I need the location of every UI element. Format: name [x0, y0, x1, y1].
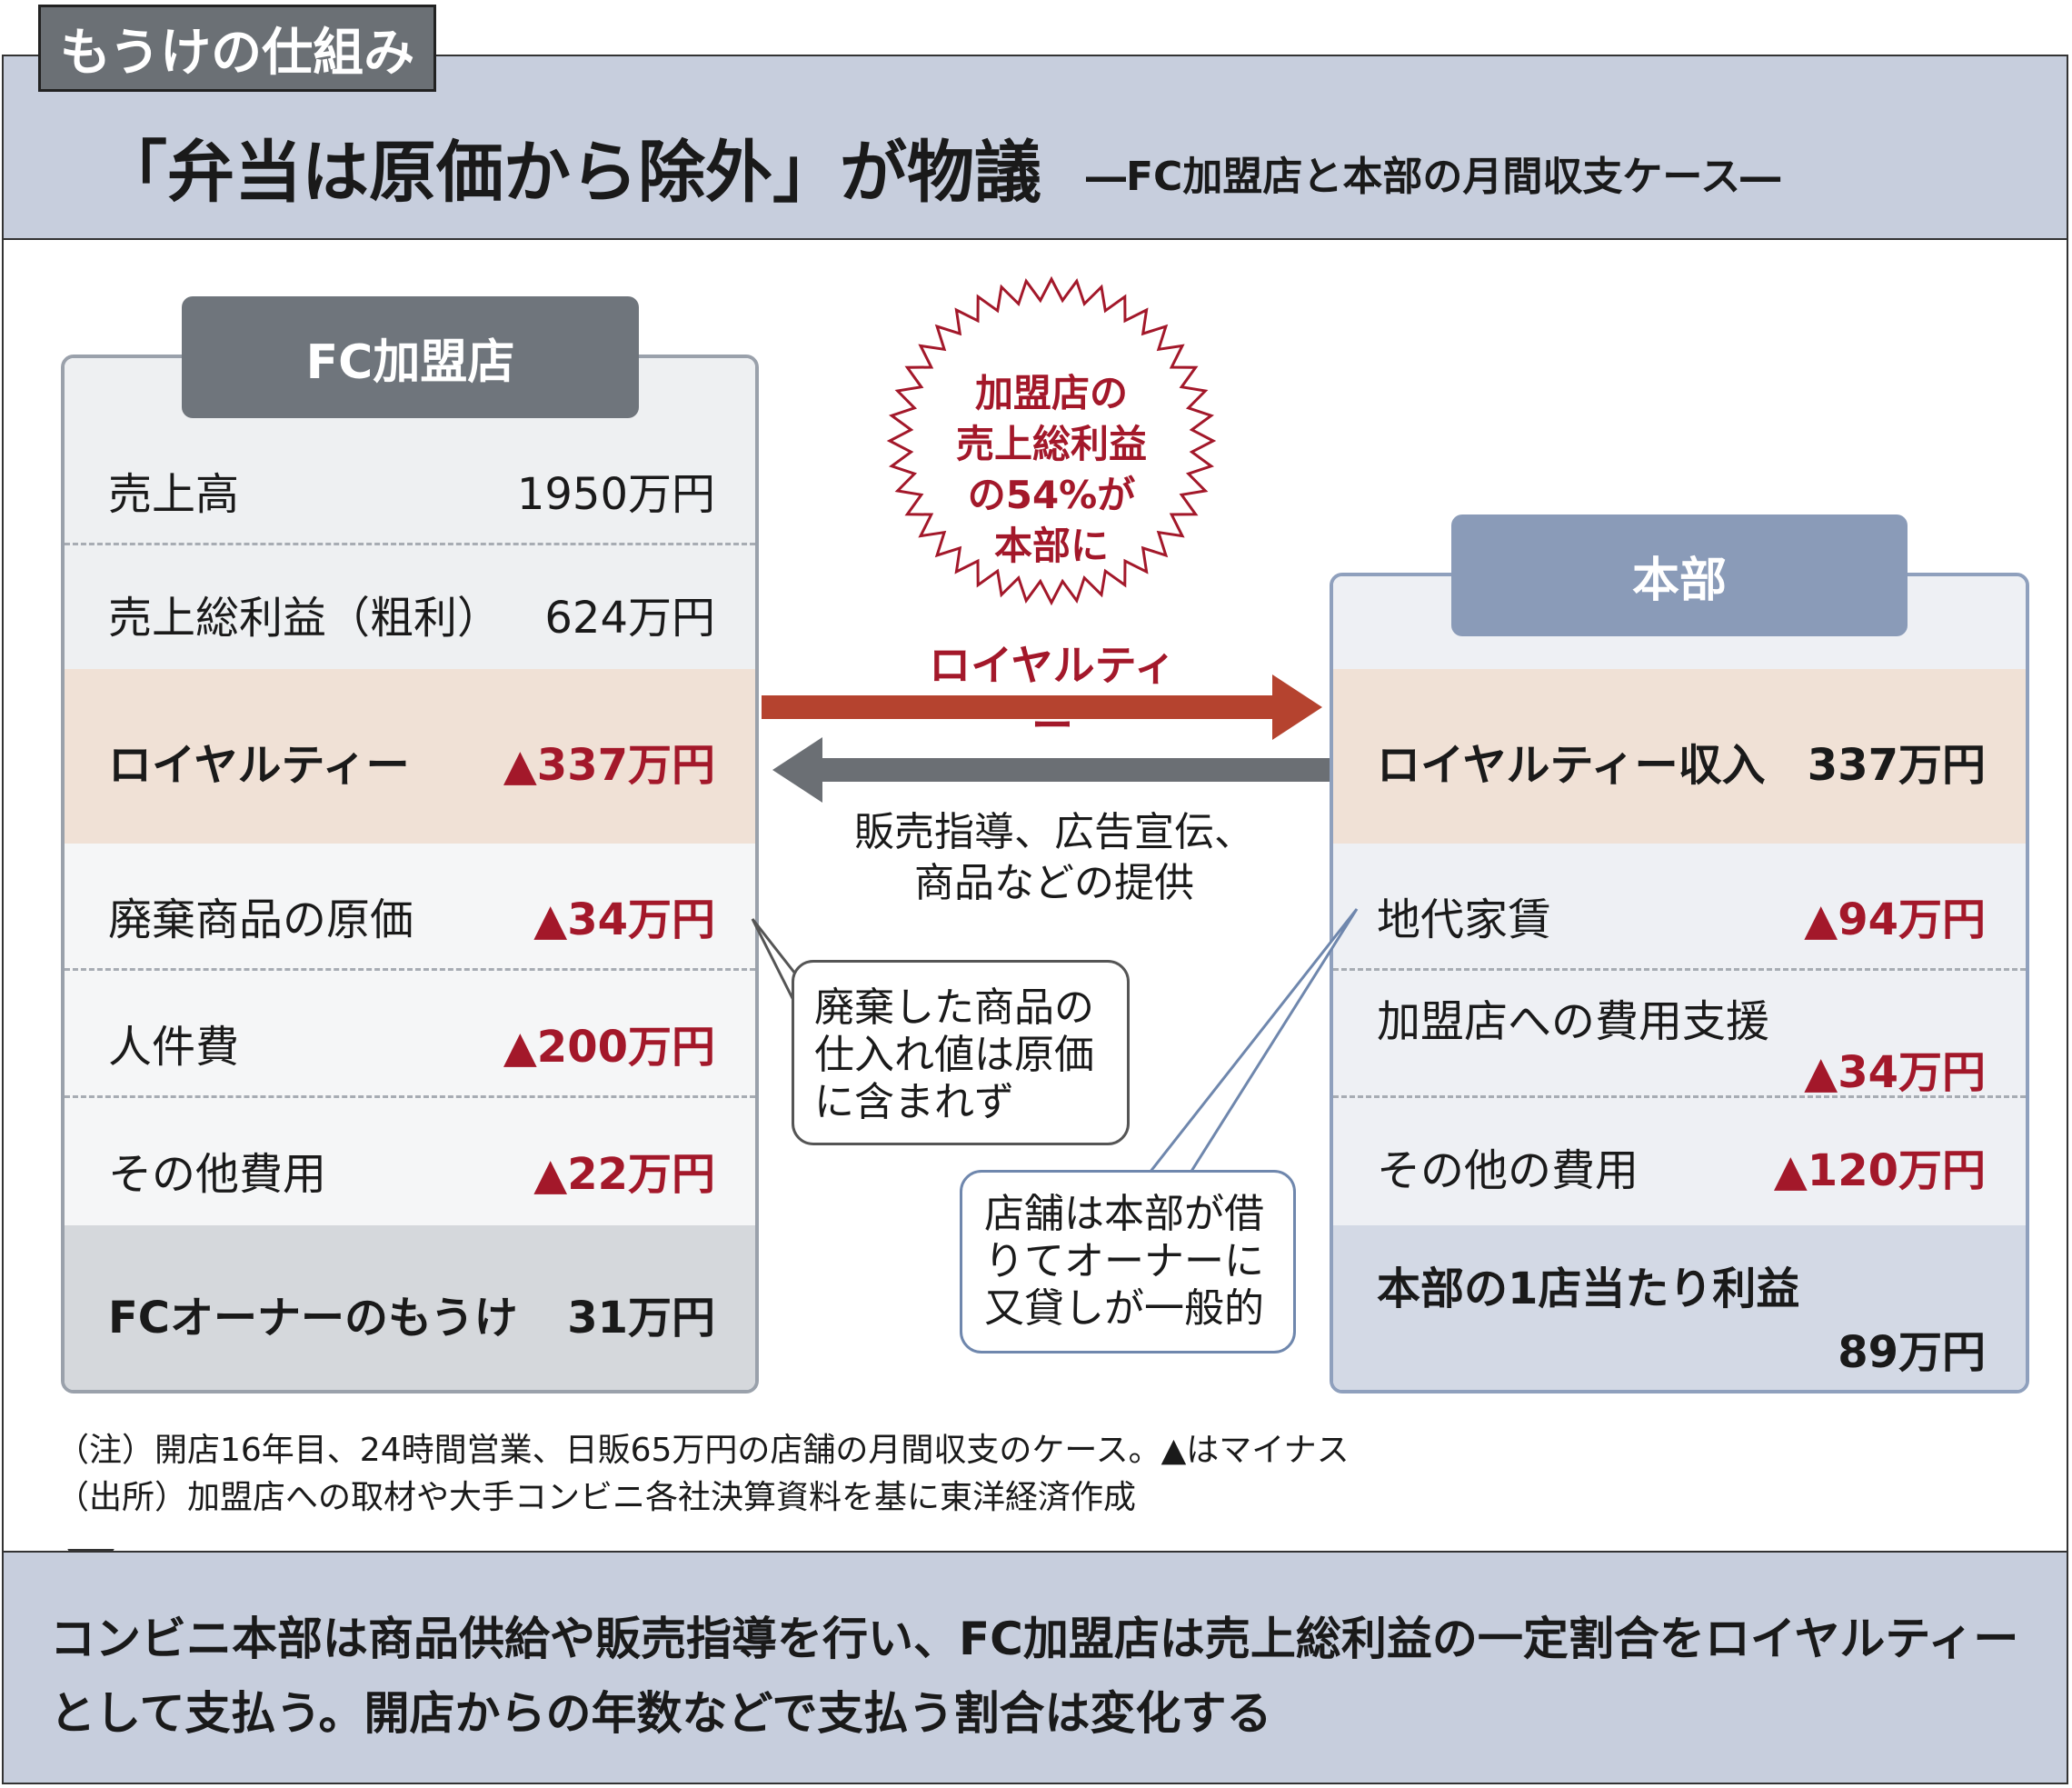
row-value: ▲337万円 [503, 740, 715, 791]
note-source: （出所）加盟店への取材や大手コンビニ各社決算資料を基に東洋経済作成 [56, 1479, 1137, 1516]
hq-tab: 本部 [1451, 514, 1908, 636]
service-arrow [772, 737, 1330, 803]
row-label: 売上高 [108, 469, 240, 520]
footer-caption: コンビニ本部は商品供給や販売指導を行い、FC加盟店は売上総利益の一定割合をロイヤ… [50, 1613, 2019, 1740]
row-label: FCオーナーのもうけ [108, 1293, 518, 1343]
burst-line: 売上総利益 [955, 422, 1147, 466]
row-label: 本部の1店当たり利益 [1377, 1264, 1800, 1314]
row-label: 売上総利益（粗利） [108, 593, 502, 644]
row-value: ▲120万円 [1773, 1145, 1986, 1196]
row-value: 31万円 [567, 1293, 715, 1343]
callout-line: 店舗は本部が借 [984, 1191, 1264, 1237]
royalty-arrow-label: ロイヤルティー [929, 641, 1176, 750]
row-value: ▲200万円 [503, 1022, 715, 1073]
hq-row-rent: 地代家賃 ▲94万円 [1333, 844, 2026, 971]
row-label: その他費用 [108, 1149, 327, 1200]
row-label: 廃棄商品の原価 [108, 894, 414, 945]
note-assumption: （注）開店16年目、24時間営業、日販65万円の店舗の月間収支のケース。▲はマイ… [56, 1432, 1350, 1469]
service-line: 販売指導、広告宣伝、 [854, 809, 1254, 855]
row-label: ロイヤルティー [108, 740, 410, 791]
franchise-row-other: その他費用 ▲22万円 [65, 1098, 755, 1225]
hq-row-support: 加盟店への費用支援 ▲34万円 [1333, 971, 2026, 1098]
figure-title: 「弁当は原価から除外」が物議 [100, 134, 1041, 212]
callout-line: 仕入れ値は原価 [814, 1032, 1094, 1078]
figure-subtitle: ―FC加盟店と本部の月間収支ケース― [1086, 154, 1781, 200]
franchise-row-royalty: ロイヤルティー ▲337万円 [65, 669, 755, 844]
hq-row-profit: 本部の1店当たり利益 89万円 [1333, 1225, 2026, 1390]
burst-label: 加盟店の 売上総利益 の54%が 本部に [920, 368, 1183, 572]
hq-row-royalty-income: ロイヤルティー収入 337万円 [1333, 669, 2026, 844]
callout-line: りてオーナーに [984, 1238, 1264, 1284]
row-value: 624万円 [544, 593, 715, 644]
row-value: 337万円 [1807, 740, 1986, 791]
row-value: ▲22万円 [533, 1149, 715, 1200]
row-value: 89万円 [1838, 1327, 1986, 1378]
service-arrow-label: 販売指導、広告宣伝、 商品などの提供 [818, 807, 1290, 909]
row-label: 加盟店への費用支援 [1377, 996, 1770, 1047]
store-callout: 店舗は本部が借 りてオーナーに 又貸しが一般的 [960, 1170, 1296, 1353]
footer-band [2, 1551, 2068, 1784]
service-line: 商品などの提供 [914, 860, 1194, 906]
royalty-arrow [762, 674, 1322, 740]
row-value: ▲94万円 [1804, 894, 1986, 945]
section-tag: もうけの仕組み [38, 5, 436, 92]
franchise-row-disposal: 廃棄商品の原価 ▲34万円 [65, 844, 755, 971]
burst-shape [886, 275, 1217, 606]
franchise-row-labor: 人件費 ▲200万円 [65, 971, 755, 1098]
row-label: 地代家賃 [1377, 894, 1552, 945]
callout-line: 廃棄した商品の [814, 984, 1094, 1031]
row-label: ロイヤルティー収入 [1377, 740, 1766, 791]
franchise-row-owner-profit: FCオーナーのもうけ 31万円 [65, 1225, 755, 1390]
row-label: その他の費用 [1377, 1145, 1639, 1196]
row-value: ▲34万円 [533, 894, 715, 945]
disposal-callout: 廃棄した商品の 仕入れ値は原価 に含まれず [792, 960, 1130, 1145]
franchise-row-gross-profit: 売上総利益（粗利） 624万円 [65, 545, 755, 669]
store-callout-tail [1146, 908, 1359, 1174]
hq-panel: ロイヤルティー収入 337万円 地代家賃 ▲94万円 加盟店への費用支援 ▲34… [1330, 573, 2029, 1393]
row-value: 1950万円 [516, 469, 715, 520]
row-value: ▲34万円 [1804, 1047, 1986, 1098]
row-label: 人件費 [108, 1022, 240, 1073]
hq-row-other: その他の費用 ▲120万円 [1333, 1098, 2026, 1225]
callout-line: に含まれず [814, 1079, 1014, 1125]
burst-line: 本部に [993, 524, 1109, 568]
franchise-tab: FC加盟店 [182, 296, 639, 418]
burst-line: の54%が [967, 473, 1136, 517]
callout-line: 又貸しが一般的 [984, 1285, 1264, 1332]
burst-line: 加盟店の [974, 371, 1128, 415]
